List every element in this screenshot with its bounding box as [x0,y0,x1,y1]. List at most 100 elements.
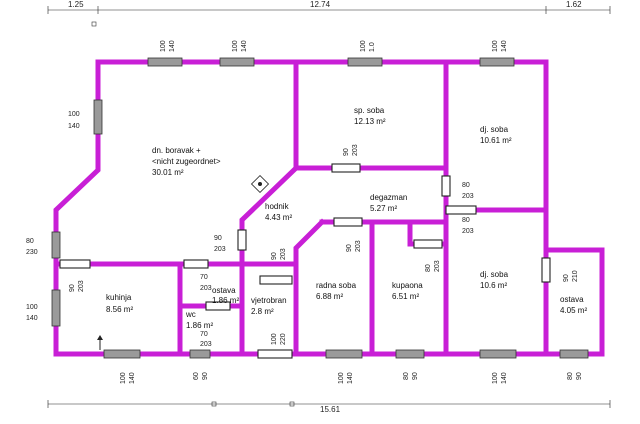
label-b4a: 80 [403,372,410,380]
room-area-dj-soba-2: 10.6 m² [480,281,507,290]
label-d1b: 203 [352,144,359,156]
room-name2-living: <nicht zugeordnet> [152,157,221,166]
room-name-degazman: degazman [370,193,407,202]
label-d4b: 203 [462,193,474,200]
room-name-vjetrobran: vjetrobran [251,296,287,305]
symbols [97,174,270,350]
room-name-ostava-1: ostava [212,286,236,295]
label-d13a: 90 [563,274,570,282]
room-name-radna-soba: radna soba [316,281,357,290]
label-l2b: 230 [26,249,38,256]
room-name-living: dn. boravak + [152,146,201,155]
window-bottom-4 [395,349,425,359]
label-d6b: 203 [280,248,287,260]
label-d4a: 80 [462,182,470,189]
label-d6a: 90 [271,252,278,260]
window-bottom-1 [103,349,141,359]
label-b3b: 140 [347,372,354,384]
label-b2b: 90 [202,372,209,380]
label-b6b: 90 [576,372,583,380]
room-area-vjetrobran: 2.8 m² [251,307,274,316]
label-l3b: 140 [26,315,38,322]
door-vjetrobran [259,275,293,285]
opening-dimension-labels: 100 140 100 140 100 1.0 100 140 100 140 … [26,40,583,384]
window-bottom-3 [325,349,363,359]
walls [53,59,605,357]
label-b1b: 140 [129,372,136,384]
label-t2a: 100 [232,40,239,52]
room-area-living: 30.01 m² [152,168,184,177]
window-top-4 [479,57,515,67]
label-d3a: 90 [214,235,222,242]
label-d14b: 220 [280,333,287,345]
entry-arrow-icon [97,335,103,340]
label-b2a: 60 [193,372,200,380]
window-top-2 [219,57,255,67]
room-name-sp-soba: sp. soba [354,106,385,115]
room-name-kupaona: kupaona [392,281,423,290]
room-area-kuhinja: 8.56 m² [106,305,133,314]
door-ostava-2 [541,257,551,283]
window-bottom-6 [559,349,589,359]
label-t2b: 140 [241,40,248,52]
label-d5a: 80 [462,217,470,224]
windows [51,57,589,359]
window-left-3 [51,289,61,327]
label-d7b: 203 [200,285,212,292]
label-d8b: 203 [78,280,85,292]
room-area-degazman: 5.27 m² [370,204,397,213]
label-d7a: 70 [200,274,208,281]
label-d2b: 203 [355,240,362,252]
label-d12a: 80 [425,264,432,272]
label-b1a: 100 [120,372,127,384]
window-bottom-5 [479,349,517,359]
room-name-dj-soba-1: dj. soba [480,125,509,134]
top-dim-right: 1.62 [566,0,582,9]
door-wc [205,301,231,311]
label-t3b: 1.0 [369,42,376,52]
room-name-wc: wc [185,310,196,319]
label-b5a: 100 [492,372,499,384]
top-dimension-line: 1.25 12.74 1.62 [47,0,611,27]
label-t1b: 140 [169,40,176,52]
door-entrance [257,349,293,359]
label-l1a: 100 [68,111,80,118]
label-b5b: 140 [501,372,508,384]
window-top-3 [347,57,383,67]
door-ostava-1 [183,259,209,269]
label-d14a: 100 [271,333,278,345]
room-area-sp-soba: 12.13 m² [354,117,386,126]
room-area-kupaona: 6.51 m² [392,292,419,301]
room-name-hodnik: hodnik [265,202,290,211]
label-l3a: 100 [26,304,38,311]
room-area-hodnik: 4.43 m² [265,213,292,222]
label-l2a: 80 [26,238,34,245]
label-d5b: 203 [462,228,474,235]
door-kupaona [413,239,443,249]
label-d10b: 203 [200,341,212,348]
label-d10a: 70 [200,331,208,338]
bottom-dimension-line: 15.61 [47,400,611,414]
window-left-2 [51,231,61,259]
label-b4b: 90 [412,372,419,380]
label-d1a: 90 [343,148,350,156]
room-name-kuhinja: kuhinja [106,293,132,302]
top-dim-middle: 12.74 [310,0,331,9]
bottom-dim: 15.61 [320,405,341,414]
label-d3b: 203 [214,246,226,253]
label-t1a: 100 [160,40,167,52]
room-area-ostava-1: 1.86 m² [212,296,239,305]
label-b3a: 100 [338,372,345,384]
label-d8a: 90 [69,284,76,292]
door-kuhinja [59,259,91,269]
room-name-dj-soba-2: dj. soba [480,270,509,279]
room-labels: dn. boravak + <nicht zugeordnet> 30.01 m… [106,106,587,330]
room-area-wc: 1.86 m² [186,321,213,330]
doors [59,163,551,359]
room-area-dj-soba-1: 10.61 m² [480,136,512,145]
label-d12b: 203 [434,260,441,272]
door-hodnik [237,229,247,251]
door-dj-soba-1-b [445,205,477,215]
label-t4b: 140 [501,40,508,52]
